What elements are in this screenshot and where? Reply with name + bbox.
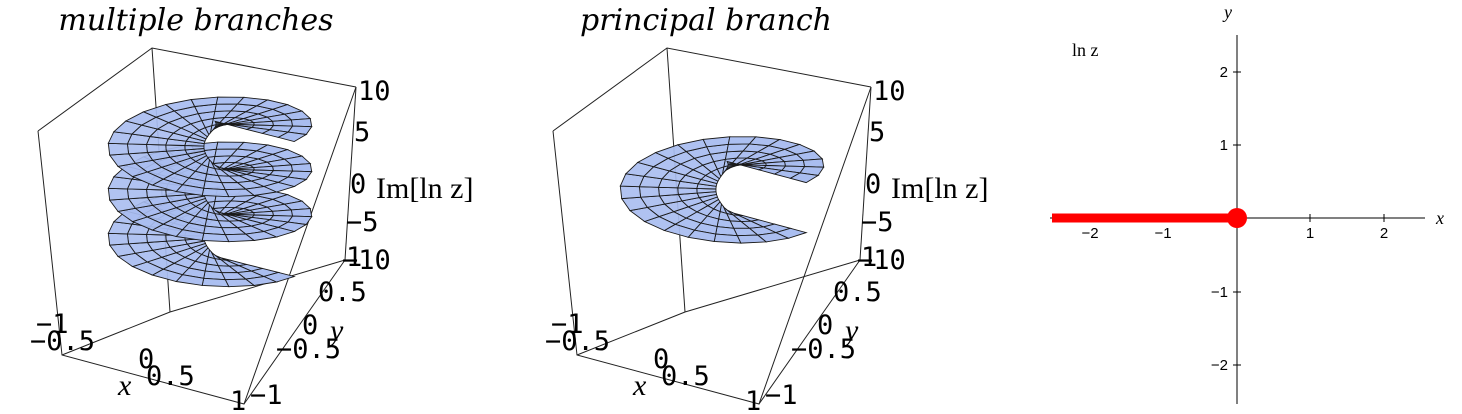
- x-tick-0: 0: [138, 344, 154, 375]
- x-tick-1: 1: [1306, 225, 1314, 242]
- z-tick-10: 10: [873, 76, 906, 107]
- surface-patch: [713, 233, 742, 244]
- y-tick-minus0.5: −0.5: [791, 334, 856, 365]
- surface-patch: [145, 233, 167, 243]
- surface-patch: [789, 172, 820, 184]
- y-tick-0: 0: [302, 310, 318, 341]
- x-tick-minus0.5: −0.5: [545, 326, 610, 357]
- surface-patch: [619, 185, 642, 200]
- y-tick-minus1: −1: [765, 380, 798, 411]
- y-tick-0.5: 0.5: [833, 277, 882, 308]
- z-axis-ticks-left: 10 5 0 −5 −10: [342, 76, 391, 276]
- surface-patch: [165, 144, 186, 152]
- surface-patch: [126, 143, 148, 155]
- surface-patch: [107, 232, 130, 246]
- z-tick-5: 5: [869, 117, 885, 148]
- surface-patch: [145, 143, 167, 153]
- y-axis-label-left: y: [327, 314, 344, 347]
- x-tick-1: 1: [230, 386, 246, 414]
- y-tick-0.5: 0.5: [318, 277, 367, 308]
- x-tick-0.5: 0.5: [146, 361, 195, 392]
- y-tick-minus2: −2: [1211, 357, 1228, 374]
- surface-patch: [201, 187, 230, 198]
- surface-patch: [126, 188, 148, 200]
- y-tick-0: 0: [817, 310, 833, 341]
- surface-patch: [201, 277, 230, 288]
- y-axis-label-middle: y: [842, 314, 859, 347]
- helix-surface-left: [107, 96, 313, 288]
- z-axis-label-middle: Im[ln z]: [891, 172, 988, 205]
- z-tick-10: 10: [358, 76, 391, 107]
- x-tick-0: 0: [653, 344, 669, 375]
- y-tick-minus1: −1: [250, 380, 283, 411]
- y-axis-ticks-left: 1 0.5 0 −0.5 −1: [250, 242, 367, 411]
- x-axis-label-middle: x: [632, 369, 647, 402]
- z-axis-label-left: Im[ln z]: [376, 172, 473, 205]
- panel-principal-branch: principal branch 10 5 0 −5 −10 Im[ln z] …: [545, 3, 988, 414]
- y-tick-minus0.5: −0.5: [276, 334, 341, 365]
- x-tick-minus1: −1: [1154, 225, 1171, 242]
- y-axis-ticks-middle: 1 0.5 0 −0.5 −1: [765, 242, 882, 411]
- surface-patch: [677, 187, 698, 195]
- surface-patch: [272, 209, 294, 217]
- z-axis-ticks-middle: 10 5 0 −5 −10: [857, 76, 906, 276]
- panel-title-principal-branch: principal branch: [580, 3, 832, 38]
- surface-patch: [784, 159, 806, 168]
- function-label-lnz: ln z: [1072, 40, 1099, 60]
- z-tick-0: 0: [865, 169, 881, 200]
- surface-patch: [272, 164, 294, 172]
- surface-patch: [290, 118, 313, 128]
- surface-patch: [802, 158, 825, 168]
- z-tick-minus10: −10: [857, 245, 906, 276]
- bounding-box-middle: [552, 47, 872, 405]
- x-axis-label-left: x: [117, 369, 132, 402]
- surface-patch: [277, 131, 308, 142]
- surface-patch: [107, 142, 130, 156]
- surface-patch: [290, 208, 313, 218]
- z-tick-minus5: −5: [346, 207, 379, 238]
- x-tick-2: 2: [1380, 225, 1388, 242]
- branch-point-dot: [1227, 208, 1247, 228]
- panel-title-multiple-branches: multiple branches: [58, 3, 333, 38]
- y-tick-1: 1: [346, 242, 362, 273]
- x-axis-ticks-middle: −1 −0.5 0 0.5 1: [545, 309, 761, 414]
- surface-patch: [201, 232, 230, 243]
- z-tick-minus10: −10: [342, 245, 391, 276]
- panel-branch-cut-plane: ln z x y −2 −1 1 2 2 1 −1 −2: [1050, 2, 1444, 404]
- x-tick-minus1: −1: [36, 309, 69, 340]
- helix-surface-middle: [619, 136, 825, 244]
- y-tick-minus1: −1: [1211, 284, 1228, 301]
- y-tick-1: 1: [1220, 137, 1228, 154]
- z-tick-5: 5: [354, 117, 370, 148]
- x-tick-minus1: −1: [551, 309, 584, 340]
- panel-multiple-branches: multiple branches 10 5 0 −5 −10 Im[ln z]…: [30, 3, 473, 414]
- bounding-box-left: [37, 47, 357, 405]
- x-axis-label-plane: x: [1435, 208, 1444, 228]
- surface-patch: [272, 119, 294, 127]
- surface-patch: [145, 188, 167, 198]
- x-axis-ticks-left: −1 −0.5 0 0.5 1: [30, 309, 246, 414]
- x-tick-minus2: −2: [1081, 225, 1098, 242]
- surface-patch: [657, 186, 679, 197]
- surface-patch: [638, 186, 660, 198]
- x-tick-0.5: 0.5: [661, 361, 710, 392]
- z-tick-minus5: −5: [861, 207, 894, 238]
- z-tick-0: 0: [350, 169, 366, 200]
- y-tick-1: 1: [861, 242, 877, 273]
- x-tick-1: 1: [745, 386, 761, 414]
- x-tick-minus0.5: −0.5: [30, 326, 95, 357]
- y-tick-2: 2: [1220, 64, 1228, 81]
- surface-patch: [107, 187, 130, 201]
- x-ticks-plane: −2 −1 1 2: [1081, 214, 1388, 242]
- y-axis-label-plane: y: [1222, 2, 1232, 22]
- surface-patch: [126, 233, 148, 245]
- surface-patch: [290, 163, 313, 173]
- y-ticks-plane: 2 1 −1 −2: [1211, 64, 1241, 374]
